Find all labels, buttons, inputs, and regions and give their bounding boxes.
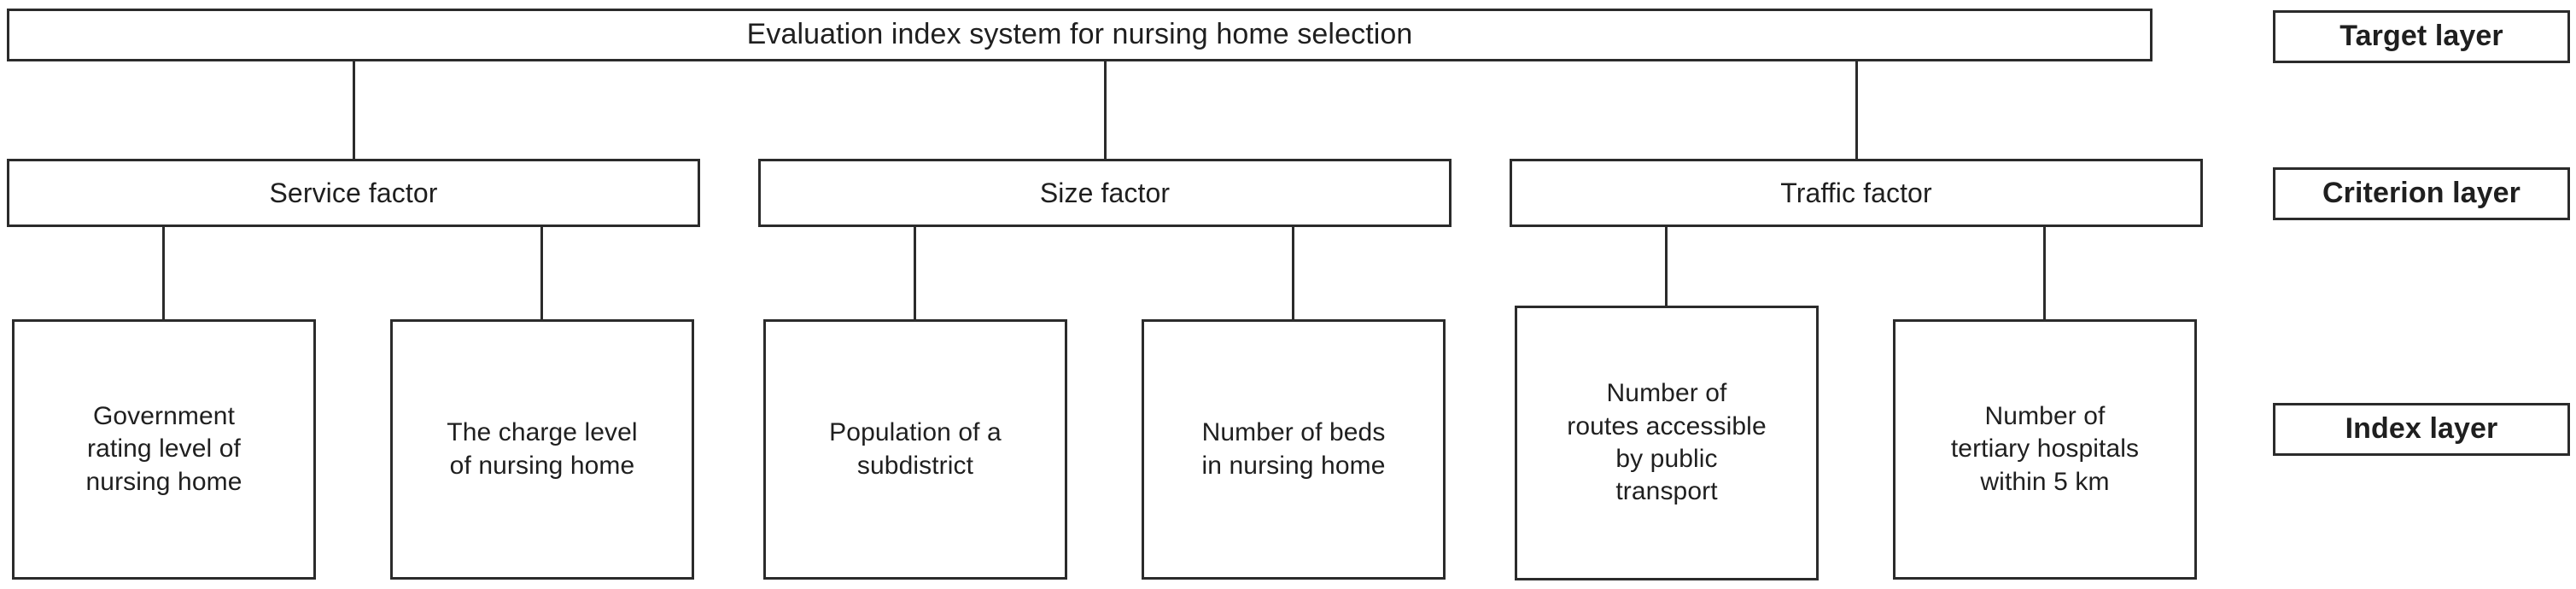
connector-service-to-charge-level: [540, 227, 543, 321]
criterion-node-label: Traffic factor: [1780, 177, 1932, 208]
index-node-label: The charge level of nursing home: [447, 418, 638, 480]
index-node-number-of-beds: Number of beds in nursing home: [1142, 319, 1446, 580]
criterion-node-label: Service factor: [269, 177, 438, 208]
criterion-node-label: Size factor: [1039, 177, 1171, 208]
index-node-label: Population of a subdistrict: [829, 418, 1002, 480]
target-node-label: Evaluation index system for nursing home…: [746, 18, 1413, 51]
index-node-charge-level: The charge level of nursing home: [390, 319, 694, 580]
criterion-node-size-factor: Size factor: [758, 159, 1452, 227]
index-node-government-rating-level: Government rating level of nursing home: [12, 319, 316, 580]
index-node-label: Number of beds in nursing home: [1201, 418, 1386, 480]
index-node-public-transport-routes: Number of routes accessible by public tr…: [1515, 306, 1819, 580]
legend-label: Criterion layer: [2322, 177, 2521, 210]
index-node-label: Number of tertiary hospitals within 5 km: [1950, 401, 2140, 496]
connector-traffic-to-hospitals: [2043, 227, 2046, 321]
connector-service-to-government-rating: [162, 227, 165, 321]
index-node-population-subdistrict: Population of a subdistrict: [763, 319, 1067, 580]
connector-traffic-to-routes: [1665, 227, 1668, 307]
legend-label: Target layer: [2339, 20, 2503, 53]
index-node-label: Number of routes accessible by public tr…: [1567, 379, 1767, 506]
index-node-tertiary-hospitals: Number of tertiary hospitals within 5 km: [1893, 319, 2197, 580]
legend-index-layer: Index layer: [2273, 403, 2570, 456]
criterion-node-traffic-factor: Traffic factor: [1510, 159, 2203, 227]
connector-target-to-size: [1104, 61, 1107, 159]
connector-target-to-traffic: [1855, 61, 1858, 159]
target-node: Evaluation index system for nursing home…: [7, 9, 2153, 61]
legend-label: Index layer: [2345, 412, 2498, 446]
connector-size-to-beds: [1292, 227, 1294, 321]
legend-criterion-layer: Criterion layer: [2273, 167, 2570, 220]
connector-size-to-population: [914, 227, 916, 321]
index-node-label: Government rating level of nursing home: [85, 401, 242, 496]
criterion-node-service-factor: Service factor: [7, 159, 700, 227]
connector-target-to-service: [353, 61, 355, 159]
legend-target-layer: Target layer: [2273, 10, 2570, 63]
